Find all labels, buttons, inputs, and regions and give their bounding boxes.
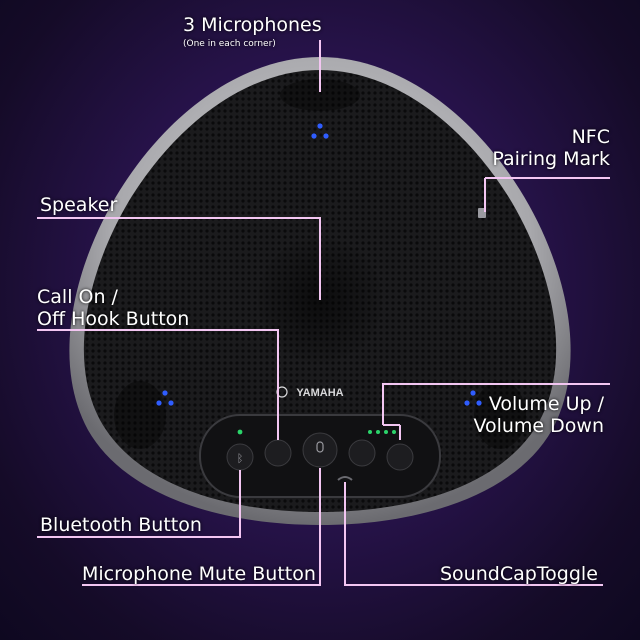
volume-down-button[interactable] [348,439,376,467]
microphones-label: 3 Microphones [183,14,322,36]
soundcap-toggle[interactable] [337,476,353,481]
microphone-icon [316,441,324,453]
mic-led-left [156,390,174,406]
volume-label: Volume Up / Volume Down [473,393,604,437]
callout-lines [37,40,610,586]
mic-led-right [464,390,482,406]
mic-led-top [311,123,329,139]
volume-up-button[interactable] [386,443,414,471]
mic-mute-label: Microphone Mute Button [82,563,316,585]
speaker-label: Speaker [40,194,118,216]
nfc-label: NFC Pairing Mark [492,126,610,170]
mic-mute-button[interactable] [302,432,338,468]
brand-logo: YAMAHA [296,387,343,399]
microphones-sublabel: (One in each corner) [183,39,276,49]
call-button[interactable] [264,439,292,467]
soundcap-label: SoundCapToggle [440,563,598,585]
bluetooth-icon: ᛒ [237,452,244,465]
bluetooth-label: Bluetooth Button [40,514,202,536]
status-led [237,429,396,435]
call-button-label: Call On / Off Hook Button [37,286,190,330]
